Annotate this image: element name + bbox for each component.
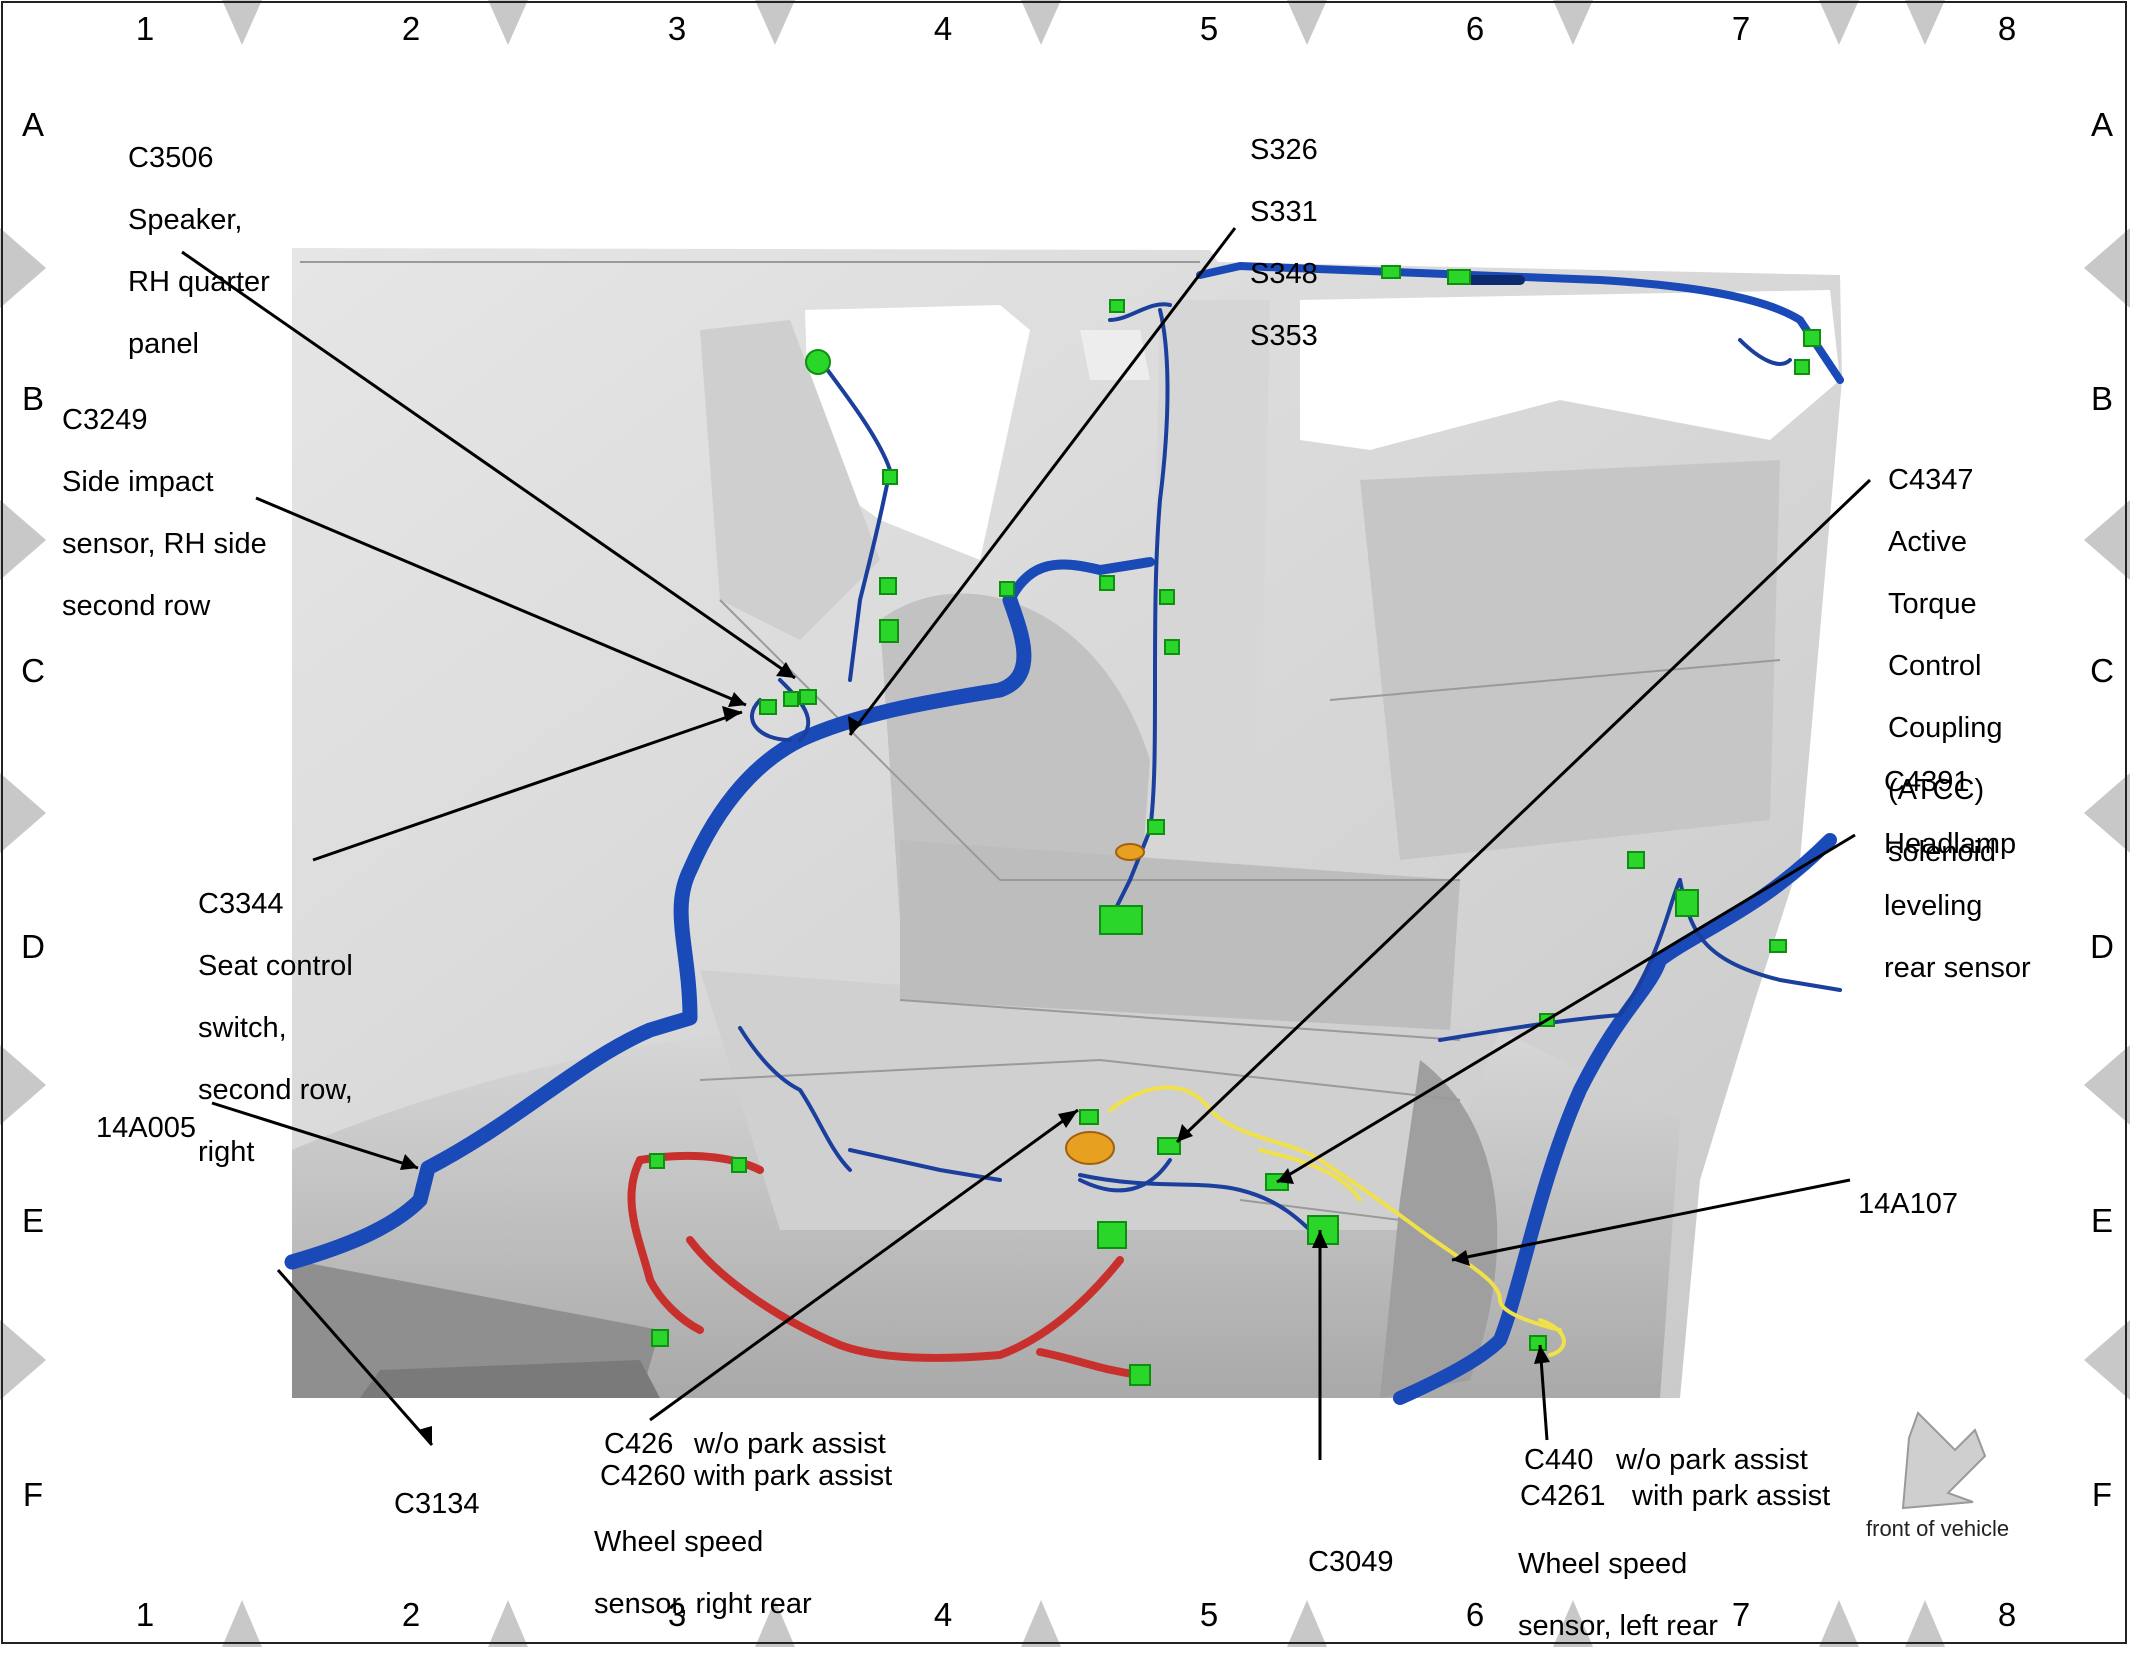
- callout-c4261-id: C4261: [1520, 1480, 1606, 1512]
- callout-c4260-note: with park assist: [694, 1460, 893, 1492]
- callout-14a005: 14A005: [96, 1082, 196, 1175]
- callout-c4347: C4347 Active Torque Control Coupling (AT…: [1888, 434, 2002, 899]
- callout-c4391-line-2: leveling: [1884, 890, 1983, 922]
- callout-c3506-line-1: Speaker,: [128, 204, 243, 236]
- callout-c3249-id: C3249: [62, 404, 148, 436]
- callout-c426-id: C426: [604, 1428, 674, 1460]
- grid-row-f-right: F: [2091, 1476, 2113, 1513]
- grid-col-1-bottom: 1: [135, 1596, 155, 1633]
- grid-col-8-bottom: 8: [1997, 1596, 2017, 1633]
- callout-14a107-id: 14A107: [1858, 1188, 1958, 1220]
- callout-splice-s331: S331: [1250, 196, 1318, 228]
- callout-c3249: C3249 Side impact sensor, RH side second…: [62, 374, 267, 653]
- callout-14a005-id: 14A005: [96, 1112, 196, 1144]
- grid-row-c-left: C: [21, 652, 45, 689]
- callout-14a107: 14A107: [1858, 1158, 1958, 1251]
- leader-arrowheads: [400, 662, 1550, 1445]
- grid-row-a-right: A: [2090, 106, 2113, 143]
- grid-col-3-top: 3: [667, 10, 687, 47]
- front-of-vehicle-arrow-icon: [1901, 1411, 1987, 1510]
- grid-col-4-bottom: 4: [933, 1596, 953, 1633]
- callout-c440-note: w/o park assist: [1616, 1444, 1808, 1476]
- callout-c3344-line-1: Seat control: [198, 950, 353, 982]
- callout-c440-desc-line-1: Wheel speed: [1518, 1548, 1688, 1580]
- callout-c440-desc-line-2: sensor, left rear: [1518, 1610, 1718, 1642]
- grid-row-b-right: B: [2090, 380, 2113, 417]
- vehicle-body: [292, 248, 1842, 1398]
- callout-c3049-id: C3049: [1308, 1546, 1394, 1578]
- callout-splices: S326 S331 S348 S353: [1250, 104, 1318, 383]
- grid-col-2-bottom: 2: [401, 1596, 421, 1633]
- front-of-vehicle-label: front of vehicle: [1866, 1516, 2010, 1541]
- grid-col-5-bottom: 5: [1199, 1596, 1219, 1633]
- callout-c3249-line-3: second row: [62, 590, 211, 622]
- callout-c4347-line-2: Torque: [1888, 588, 1977, 620]
- callout-c3249-line-2: sensor, RH side: [62, 528, 267, 560]
- grid-row-d-left: D: [21, 928, 45, 965]
- orange-grommets: [1065, 843, 1145, 1165]
- callout-splice-s326: S326: [1250, 134, 1318, 166]
- grid-row-a-left: A: [21, 106, 44, 143]
- callout-c4347-line-6: solenoid: [1888, 836, 1997, 868]
- grid-col-2-top: 2: [401, 10, 421, 47]
- grid-row-e-right: E: [2090, 1202, 2113, 1239]
- callout-splice-s353: S353: [1250, 320, 1318, 352]
- callout-c4347-id: C4347: [1888, 464, 1974, 496]
- grid-row-c-right: C: [2090, 652, 2114, 689]
- callout-c3506-line-3: panel: [128, 328, 199, 360]
- grid-row-b-left: B: [21, 380, 44, 417]
- grid-row-f-left: F: [22, 1476, 44, 1513]
- callout-c440-desc: Wheel speed sensor, left rear: [1518, 1518, 1718, 1673]
- callout-c426-desc-line-1: Wheel speed: [594, 1526, 764, 1558]
- grid-row-e-left: E: [21, 1202, 44, 1239]
- callout-c4391-line-1: Headlamp: [1884, 828, 2017, 860]
- grid-col-7-bottom: 7: [1731, 1596, 1751, 1633]
- callout-c4347-line-1: Active: [1888, 526, 1967, 558]
- callout-c3344-line-3: second row,: [198, 1074, 353, 1106]
- callout-c3344: C3344 Seat control switch, second row, r…: [198, 858, 353, 1199]
- callout-c3506-id: C3506: [128, 142, 214, 174]
- callout-c4261-note: with park assist: [1632, 1480, 1831, 1512]
- callout-splice-s348: S348: [1250, 258, 1318, 290]
- grid-col-6-top: 6: [1465, 10, 1485, 47]
- callout-c3249-line-1: Side impact: [62, 466, 214, 498]
- connectors: [649, 265, 1821, 1386]
- callout-c4347-line-5: (ATCC): [1888, 774, 1985, 806]
- callout-c3506: C3506 Speaker, RH quarter panel: [128, 112, 270, 391]
- callout-c426-note: w/o park assist: [694, 1428, 886, 1460]
- grid-col-3-bottom: 3: [667, 1596, 687, 1633]
- grid-col-5-top: 5: [1199, 10, 1219, 47]
- callout-c3049: C3049: [1308, 1516, 1393, 1609]
- leader-lines: [181, 227, 1872, 1460]
- callout-c426-desc-line-2: sensor, right rear: [594, 1588, 812, 1620]
- grid-col-1-top: 1: [135, 10, 155, 47]
- grid-col-7-top: 7: [1731, 10, 1751, 47]
- callout-c4391: C4391 Headlamp leveling rear sensor: [1884, 736, 2031, 1015]
- callout-c4347-line-4: Coupling: [1888, 712, 2003, 744]
- callout-c3506-line-2: RH quarter: [128, 266, 270, 298]
- grid-row-d-right: D: [2090, 928, 2114, 965]
- callout-c4391-id: C4391: [1884, 766, 1970, 798]
- callout-c3134-id: C3134: [394, 1488, 480, 1520]
- callout-c3344-line-4: right: [198, 1136, 255, 1168]
- callout-c426-desc: Wheel speed sensor, right rear: [594, 1496, 812, 1651]
- callout-c440-id: C440: [1524, 1444, 1594, 1476]
- callout-c4260-id: C4260: [600, 1460, 686, 1492]
- callout-c3344-line-2: switch,: [198, 1012, 287, 1044]
- callout-c4391-line-3: rear sensor: [1884, 952, 2031, 984]
- callout-c3134: C3134: [394, 1458, 479, 1551]
- grid-col-6-bottom: 6: [1465, 1596, 1485, 1633]
- grid-col-4-top: 4: [933, 10, 953, 47]
- harness-yellow: [1108, 1085, 1566, 1357]
- callout-c4347-line-3: Control: [1888, 650, 1982, 682]
- callout-c3344-id: C3344: [198, 888, 284, 920]
- grid-col-8-top: 8: [1997, 10, 2017, 47]
